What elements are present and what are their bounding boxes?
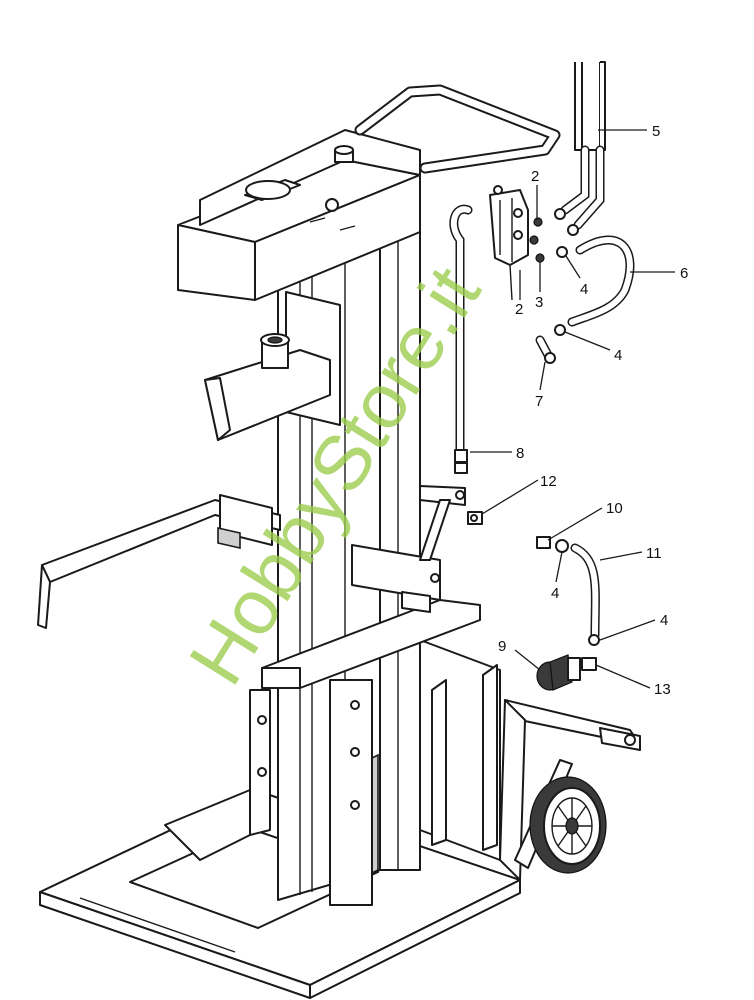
control-valve bbox=[489, 185, 529, 301]
callout-numbers: 5 2 2 3 4 6 4 7 8 12 10 4 11 4 9 13 bbox=[498, 123, 688, 698]
leader-lines bbox=[470, 129, 675, 689]
fitting-7 bbox=[535, 335, 556, 364]
callout-4b: 4 bbox=[614, 347, 622, 364]
handle-bar bbox=[354, 84, 561, 174]
callout-4d: 4 bbox=[660, 612, 668, 629]
callout-8: 8 bbox=[516, 445, 524, 462]
callout-2b: 2 bbox=[515, 301, 523, 318]
hose-8 bbox=[449, 204, 473, 474]
fitting-13 bbox=[581, 657, 597, 671]
lower-guard bbox=[164, 639, 501, 906]
fittings bbox=[529, 217, 545, 263]
callout-10: 10 bbox=[606, 500, 623, 517]
hose-11 bbox=[570, 543, 600, 646]
fitting-12 bbox=[467, 511, 483, 525]
callout-4a: 4 bbox=[580, 281, 588, 298]
callout-6: 6 bbox=[680, 265, 688, 282]
hose-6 bbox=[554, 235, 635, 336]
callout-11: 11 bbox=[646, 545, 662, 562]
left-arm bbox=[37, 494, 281, 629]
top-housing bbox=[177, 129, 421, 301]
callout-9: 9 bbox=[498, 638, 506, 655]
callout-5: 5 bbox=[652, 123, 660, 140]
callout-3: 3 bbox=[535, 294, 543, 311]
fitting-10 bbox=[536, 536, 569, 553]
filter-9 bbox=[536, 654, 581, 691]
callout-2: 2 bbox=[531, 168, 539, 185]
callout-12: 12 bbox=[540, 473, 557, 490]
callout-4c: 4 bbox=[551, 585, 559, 602]
lower-cross-arm bbox=[261, 485, 481, 689]
callout-7: 7 bbox=[535, 393, 543, 410]
hose-5 bbox=[554, 61, 606, 236]
splitter-wedge bbox=[204, 291, 341, 441]
wheel bbox=[529, 776, 607, 874]
callout-13: 13 bbox=[654, 681, 671, 698]
